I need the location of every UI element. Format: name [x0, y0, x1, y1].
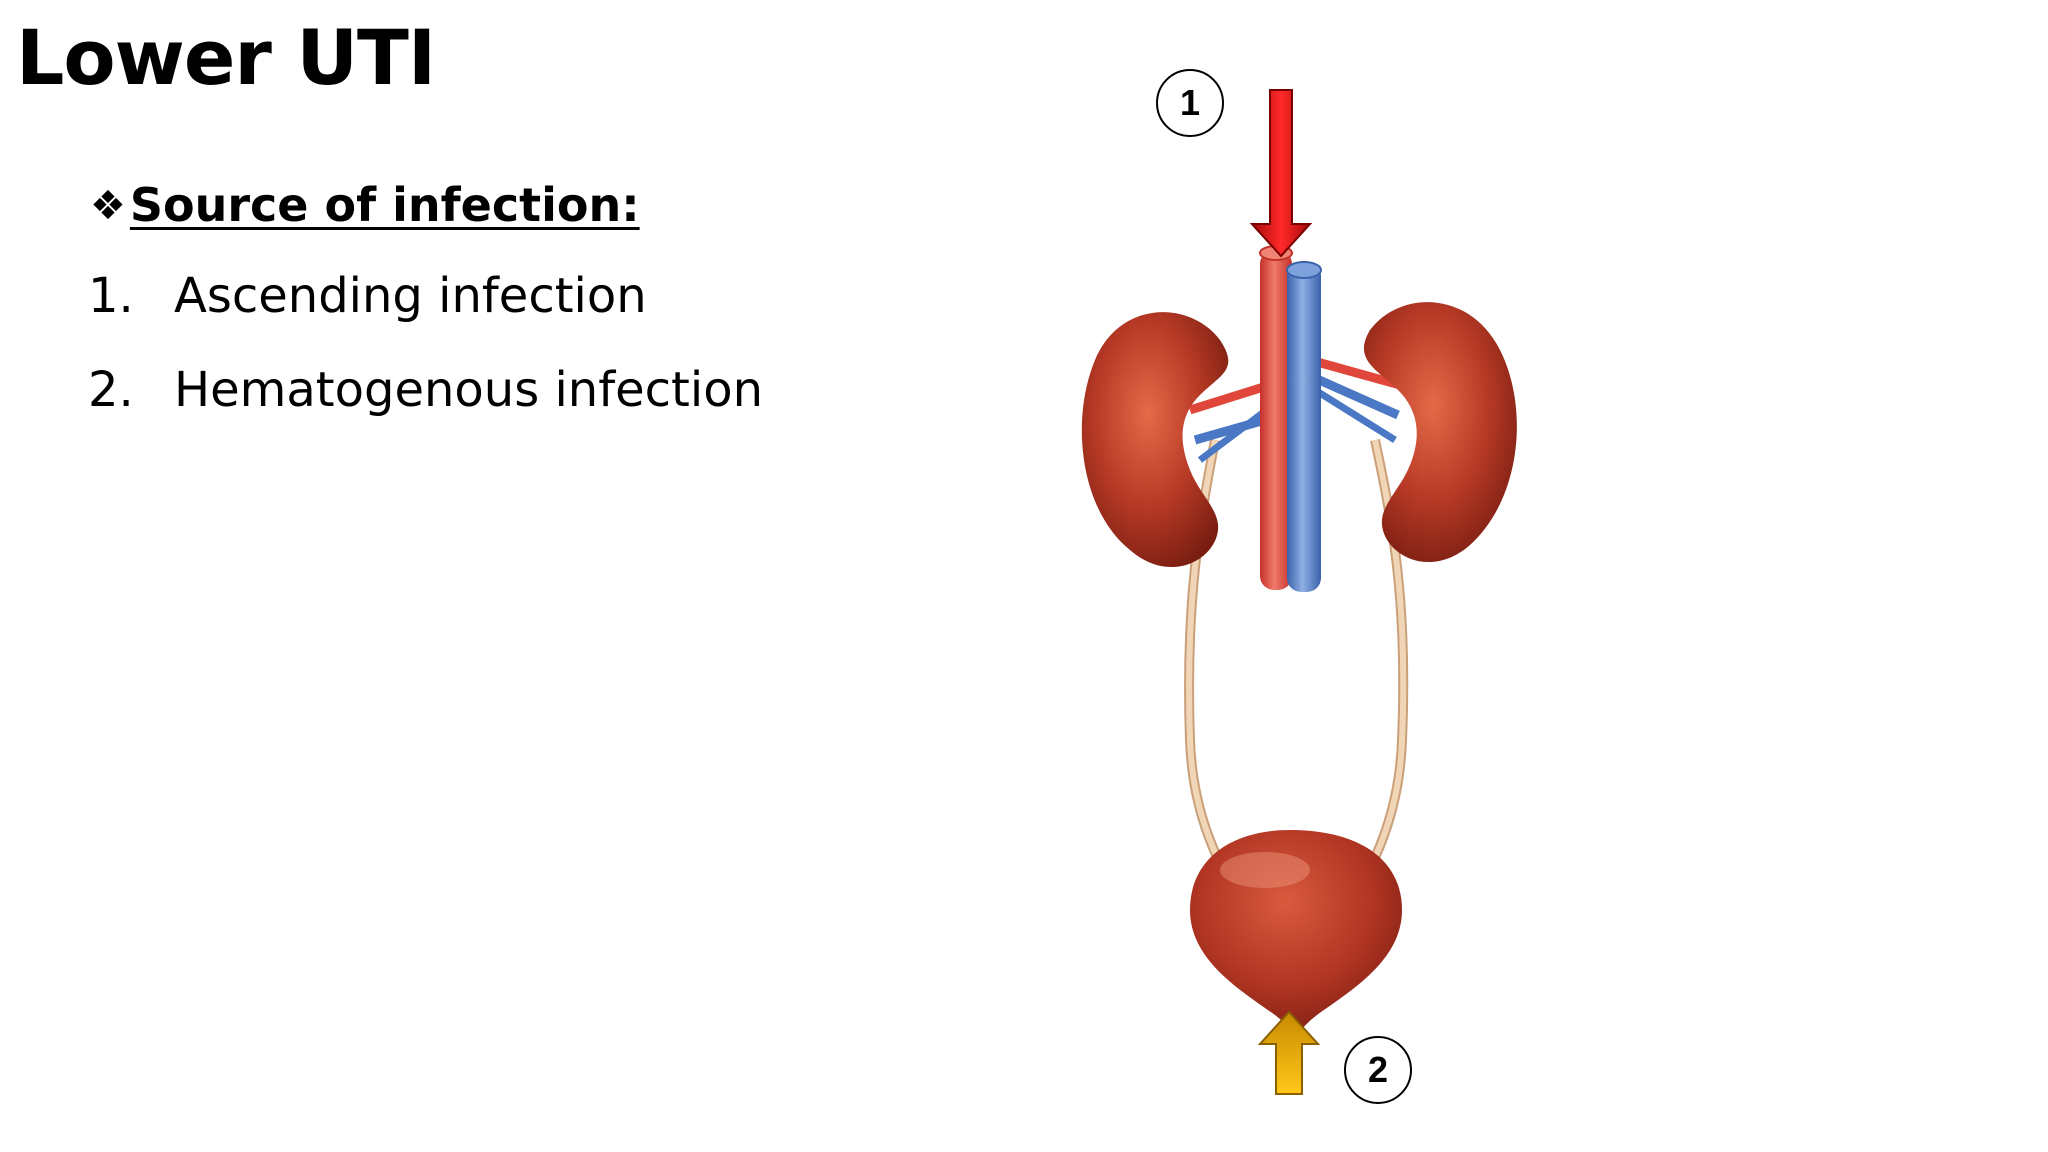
marker-1-label: 1: [1180, 82, 1200, 123]
source-list: 1. Ascending infection 2. Hematogenous i…: [88, 268, 763, 456]
marker-2: 2: [1344, 1036, 1412, 1104]
marker-2-label: 2: [1368, 1049, 1388, 1090]
hematogenous-arrow-icon: [1249, 89, 1313, 258]
vena-cava: [1287, 262, 1321, 592]
right-kidney: [1363, 302, 1517, 563]
four-diamond-bullet-icon: ❖: [90, 182, 126, 229]
list-item: 2. Hematogenous infection: [88, 362, 763, 456]
list-item-number: 2.: [88, 362, 134, 418]
section-heading-text: Source of infection:: [129, 178, 640, 232]
marker-1: 1: [1156, 69, 1224, 137]
bladder: [1190, 830, 1402, 1035]
list-item: 1. Ascending infection: [88, 268, 763, 362]
slide-title: Lower UTI: [16, 13, 436, 102]
ascending-arrow-icon: [1257, 1010, 1321, 1095]
urinary-tract-illustration: 1 2: [1040, 40, 1560, 1140]
list-item-text: Ascending infection: [174, 268, 647, 324]
section-heading: ❖ Source of infection:: [90, 178, 640, 233]
list-item-text: Hematogenous infection: [174, 362, 763, 418]
left-kidney: [1081, 312, 1229, 568]
aorta: [1260, 250, 1292, 590]
list-item-number: 1.: [88, 268, 134, 324]
